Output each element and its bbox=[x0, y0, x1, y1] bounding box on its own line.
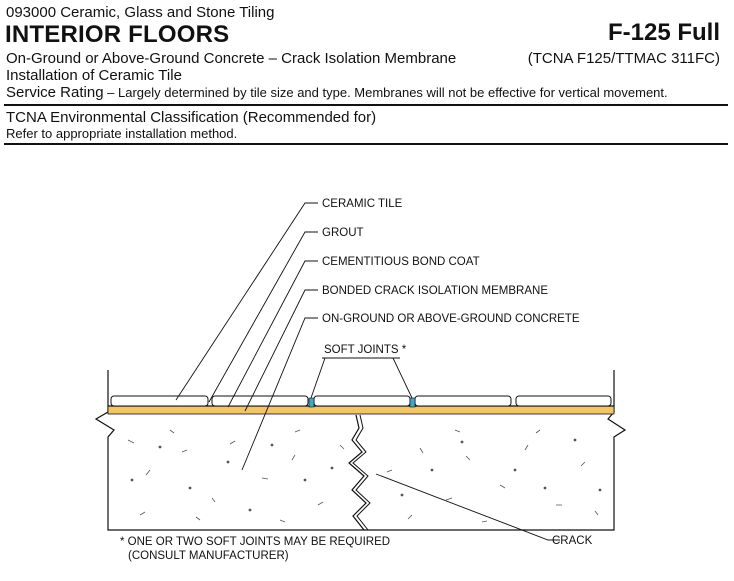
label-grout: GROUT bbox=[322, 227, 364, 239]
detail-code: F-125 Full bbox=[607, 19, 720, 46]
service-rating-label: Service Rating bbox=[6, 84, 104, 101]
label-ceramic-tile: CERAMIC TILE bbox=[322, 198, 403, 210]
ceramic-tiles bbox=[110, 395, 612, 407]
leader-soft-joint-right bbox=[392, 357, 413, 399]
leader-bond-coat bbox=[227, 260, 318, 408]
soft-joint bbox=[409, 397, 416, 408]
page-title: INTERIOR FLOORS bbox=[5, 21, 230, 48]
environment-divider bbox=[4, 143, 728, 145]
ceramic-tile bbox=[211, 395, 309, 407]
label-bond-coat: CEMENTITIOUS BOND COAT bbox=[322, 256, 480, 268]
label-soft-joints: SOFT JOINTS * bbox=[324, 344, 407, 356]
leader-lines bbox=[175, 202, 560, 541]
ceramic-tile bbox=[515, 395, 612, 407]
environment-heading: TCNA Environmental Classification (Recom… bbox=[6, 109, 377, 126]
leader-crack bbox=[375, 473, 560, 541]
leader-soft-joint-left bbox=[310, 357, 326, 399]
soft-joint bbox=[308, 397, 315, 408]
service-rating: Service Rating – Largely determined by t… bbox=[6, 84, 668, 101]
leader-membrane bbox=[244, 289, 318, 412]
label-crack: CRACK bbox=[552, 535, 593, 547]
ceramic-tile bbox=[313, 395, 411, 407]
environment-text: Refer to appropriate installation method… bbox=[6, 126, 238, 141]
label-membrane: BONDED CRACK ISOLATION MEMBRANE bbox=[322, 285, 548, 297]
concrete-slab bbox=[94, 370, 627, 531]
footnote-line1: * ONE OR TWO SOFT JOINTS MAY BE REQUIRED bbox=[120, 536, 390, 548]
leader-grout bbox=[208, 231, 318, 403]
service-rating-text: – Largely determined by tile size and ty… bbox=[103, 85, 668, 100]
crack-line-inner bbox=[352, 414, 371, 531]
footnote-line2: (CONSULT MANUFACTURER) bbox=[128, 550, 289, 562]
reference-code: (TCNA F125/TTMAC 311FC) bbox=[527, 50, 720, 67]
crack-isolation-membrane bbox=[107, 405, 615, 415]
ceramic-tile bbox=[414, 395, 512, 407]
subtitle-secondary: Installation of Ceramic Tile bbox=[6, 67, 182, 84]
concrete-aggregate bbox=[127, 429, 602, 523]
crack-line bbox=[348, 414, 367, 531]
header-divider bbox=[4, 104, 728, 106]
section-number: 093000 Ceramic, Glass and Stone Tiling bbox=[6, 4, 275, 21]
leader-ceramic-tile bbox=[175, 202, 318, 401]
ceramic-tile bbox=[110, 395, 209, 407]
subtitle: On-Ground or Above-Ground Concrete – Cra… bbox=[6, 50, 457, 67]
label-concrete: ON-GROUND OR ABOVE-GROUND CONCRETE bbox=[322, 313, 580, 325]
leader-concrete bbox=[241, 317, 318, 471]
